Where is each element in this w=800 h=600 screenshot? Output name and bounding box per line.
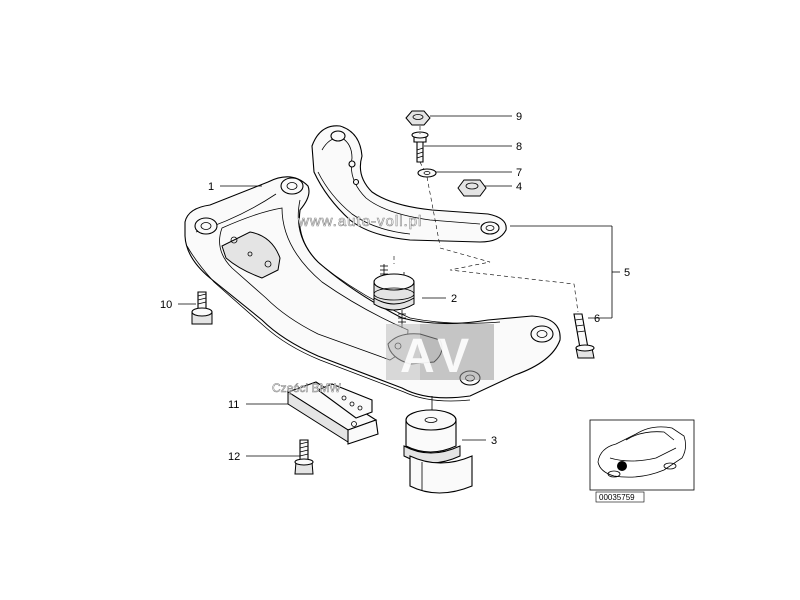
vehicle-thumbnail: 00035759 (589, 419, 695, 503)
callout-11: 11 (228, 399, 239, 411)
bolt-10 (191, 291, 213, 325)
callout-8: 8 (516, 141, 522, 153)
callout-5: 5 (624, 267, 630, 279)
callout-6: 6 (594, 313, 600, 325)
callout-3: 3 (491, 435, 497, 447)
assembly-lines (393, 126, 579, 313)
watermark-logo-block (386, 324, 494, 380)
reference-code: 00035759 (599, 493, 635, 502)
nut-4 (457, 179, 487, 197)
watermark-logo: AV (400, 330, 475, 383)
nut-9 (405, 110, 431, 126)
callout-10: 10 (160, 299, 172, 311)
callout-1: 1 (208, 181, 214, 193)
bolt-8 (411, 131, 429, 163)
washer-7 (417, 168, 437, 178)
callout-12: 12 (228, 451, 240, 463)
cylindrical-mount (403, 396, 473, 494)
leader-lines (178, 115, 620, 457)
watermark-url: www.auto-voll.pl (297, 213, 422, 230)
rubber-mount-small (373, 264, 415, 328)
bolt-6 (573, 313, 595, 359)
bolt-12 (294, 439, 314, 475)
watermark-caption: Części BMW (272, 381, 341, 395)
callout-7: 7 (516, 167, 522, 179)
callout-4: 4 (516, 181, 522, 193)
support-arm (311, 125, 507, 243)
callout-9: 9 (516, 111, 522, 123)
spacer-block-11 (286, 381, 379, 445)
callout-2: 2 (451, 293, 457, 305)
